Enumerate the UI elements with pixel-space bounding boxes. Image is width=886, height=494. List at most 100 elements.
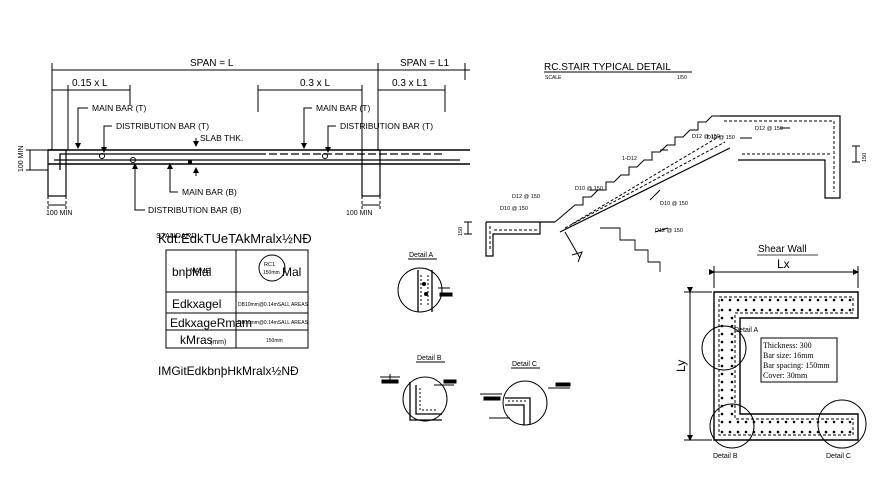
shear-wall-detail-c-circle	[817, 399, 867, 449]
rebar-dot	[720, 412, 724, 416]
rebar-dot	[728, 420, 732, 424]
rebar-dot	[730, 396, 734, 400]
main-bar-t-label-2: MAIN BAR (T)	[316, 103, 370, 113]
shear-wall-ly-label: Ly	[674, 360, 688, 372]
rebar-dot	[832, 420, 836, 424]
rebar-dot	[824, 298, 828, 302]
rebar-dot	[720, 324, 724, 328]
rebar-dot	[736, 430, 740, 434]
rebar-dot	[768, 308, 772, 312]
rebar-dot	[768, 430, 772, 434]
slab-reinforcement-detail	[26, 63, 470, 211]
rebar-dot	[730, 372, 734, 376]
min-100-left-label: 100 MIN	[18, 146, 25, 172]
rebar-dot	[784, 298, 788, 302]
rebar-dot	[792, 308, 796, 312]
main-bar-t-label-1: MAIN BAR (T)	[92, 103, 146, 113]
rebar-dot	[816, 308, 820, 312]
rebar-dot	[848, 420, 852, 424]
rebar-dot	[848, 308, 852, 312]
rebar-dot	[728, 298, 732, 302]
shear-wall-detail-c-label: Detail C	[826, 453, 851, 460]
rebar-dot	[744, 308, 748, 312]
shear-wall-rebar-dots	[720, 298, 852, 434]
shear-wall-note-1: Bar size: 16mm	[763, 351, 814, 360]
rebar-dot	[784, 420, 788, 424]
table-heading: Kdt:EdkTUeTAkMralx½NÐ	[158, 231, 312, 246]
shear-wall-detail-a-circle	[701, 325, 747, 371]
detail-b-label: Detail B	[417, 355, 442, 362]
rebar-dot	[760, 298, 764, 302]
shear-wall-detail-b-label: Detail B	[713, 453, 738, 460]
rebar-dot	[730, 340, 734, 344]
slab-thk-label: SLAB THK.	[200, 133, 243, 143]
rebar-dot	[784, 430, 788, 434]
rebar-dot	[808, 430, 812, 434]
stair-detail	[464, 71, 860, 272]
rebar-dot	[792, 430, 796, 434]
stair-labels: RC.STAIR TYPICAL DETAIL SCALE 1/50 D12 @…	[458, 62, 868, 236]
table-r1c1: bnþMal	[172, 265, 211, 279]
rebar-dot	[736, 298, 740, 302]
rebar-dot	[736, 420, 740, 424]
rebar-dot	[800, 298, 804, 302]
table-heading-overlay: STANDARD	[156, 231, 197, 240]
rebar-dot	[752, 308, 756, 312]
table-circle-label: RC1	[264, 262, 275, 268]
span-l1-label: SPAN = L1	[400, 58, 449, 69]
table-r4c1: kMras	[180, 333, 213, 347]
shear-wall-lx-label: Lx	[777, 257, 790, 271]
rebar-dot	[848, 430, 852, 434]
rebar-dot	[730, 316, 734, 320]
rebar-dot	[720, 348, 724, 352]
rebar-dot	[808, 298, 812, 302]
rebar-dot	[816, 430, 820, 434]
shear-wall-title: Shear Wall	[758, 244, 807, 255]
rebar-dot	[720, 316, 724, 320]
stair-label-0: D12 @ 150	[755, 126, 783, 132]
stair-label-3: D10 @ 150	[575, 186, 603, 192]
detail-a-label: Detail A	[409, 252, 433, 259]
slab-detail-labels: SPAN = L SPAN = L1 0.15 x L 0.3 x L 0.3 …	[18, 58, 449, 217]
rebar-dot	[768, 298, 772, 302]
rebar-dot	[832, 430, 836, 434]
dist-bar-t-label-1: DISTRIBUTION BAR (T)	[116, 121, 209, 131]
rebar-dot	[720, 298, 724, 302]
shear-wall-detail-b-circle	[709, 403, 755, 449]
rebar-dot	[730, 380, 734, 384]
detail-c-circle	[502, 380, 548, 426]
rebar-dot	[760, 430, 764, 434]
table-circle-sublabel: 150mm	[263, 270, 280, 276]
rebar-dot	[730, 388, 734, 392]
shear-wall-detail-a-label: Detail A	[734, 327, 758, 334]
rebar-dot	[752, 420, 756, 424]
rebar-dot	[816, 298, 820, 302]
shear-wall-detail	[684, 266, 867, 449]
rebar-dot	[730, 324, 734, 328]
rebar-dot	[730, 412, 734, 416]
stair-label-6: D10 @ 150	[660, 201, 688, 207]
rebar-dot	[760, 420, 764, 424]
rebar-dot	[730, 348, 734, 352]
stair-scale-value: 1/50	[677, 75, 687, 81]
rebar-dot	[840, 308, 844, 312]
dist-bar-t-label-2: DISTRIBUTION BAR (T)	[340, 121, 433, 131]
rebar-dot	[744, 420, 748, 424]
dist-bar-b-label: DISTRIBUTION BAR (B)	[148, 205, 242, 215]
rebar-dot	[800, 420, 804, 424]
shear-wall-note-3: Cover: 30mm	[763, 371, 808, 380]
slab-mark-circle	[258, 254, 286, 282]
dim-03l-label: 0.3 x L	[300, 78, 330, 89]
detail-b-circle	[402, 376, 448, 422]
stair-label-5: D10 @ 150	[500, 206, 528, 212]
table-r1c2-text: Mal	[282, 265, 301, 279]
table-r3c2: DB10mm@0.14mSALL AREAS	[238, 320, 309, 326]
stair-label-7: D12 @ 150	[692, 134, 720, 140]
rebar-dot	[792, 420, 796, 424]
rebar-dot	[776, 308, 780, 312]
rebar-dot	[720, 404, 724, 408]
rebar-dot	[800, 430, 804, 434]
stair-label-2: 1-D12	[622, 156, 637, 162]
shear-wall-labels: Shear Wall Lx Ly Detail A Detail B Detai…	[674, 244, 851, 460]
